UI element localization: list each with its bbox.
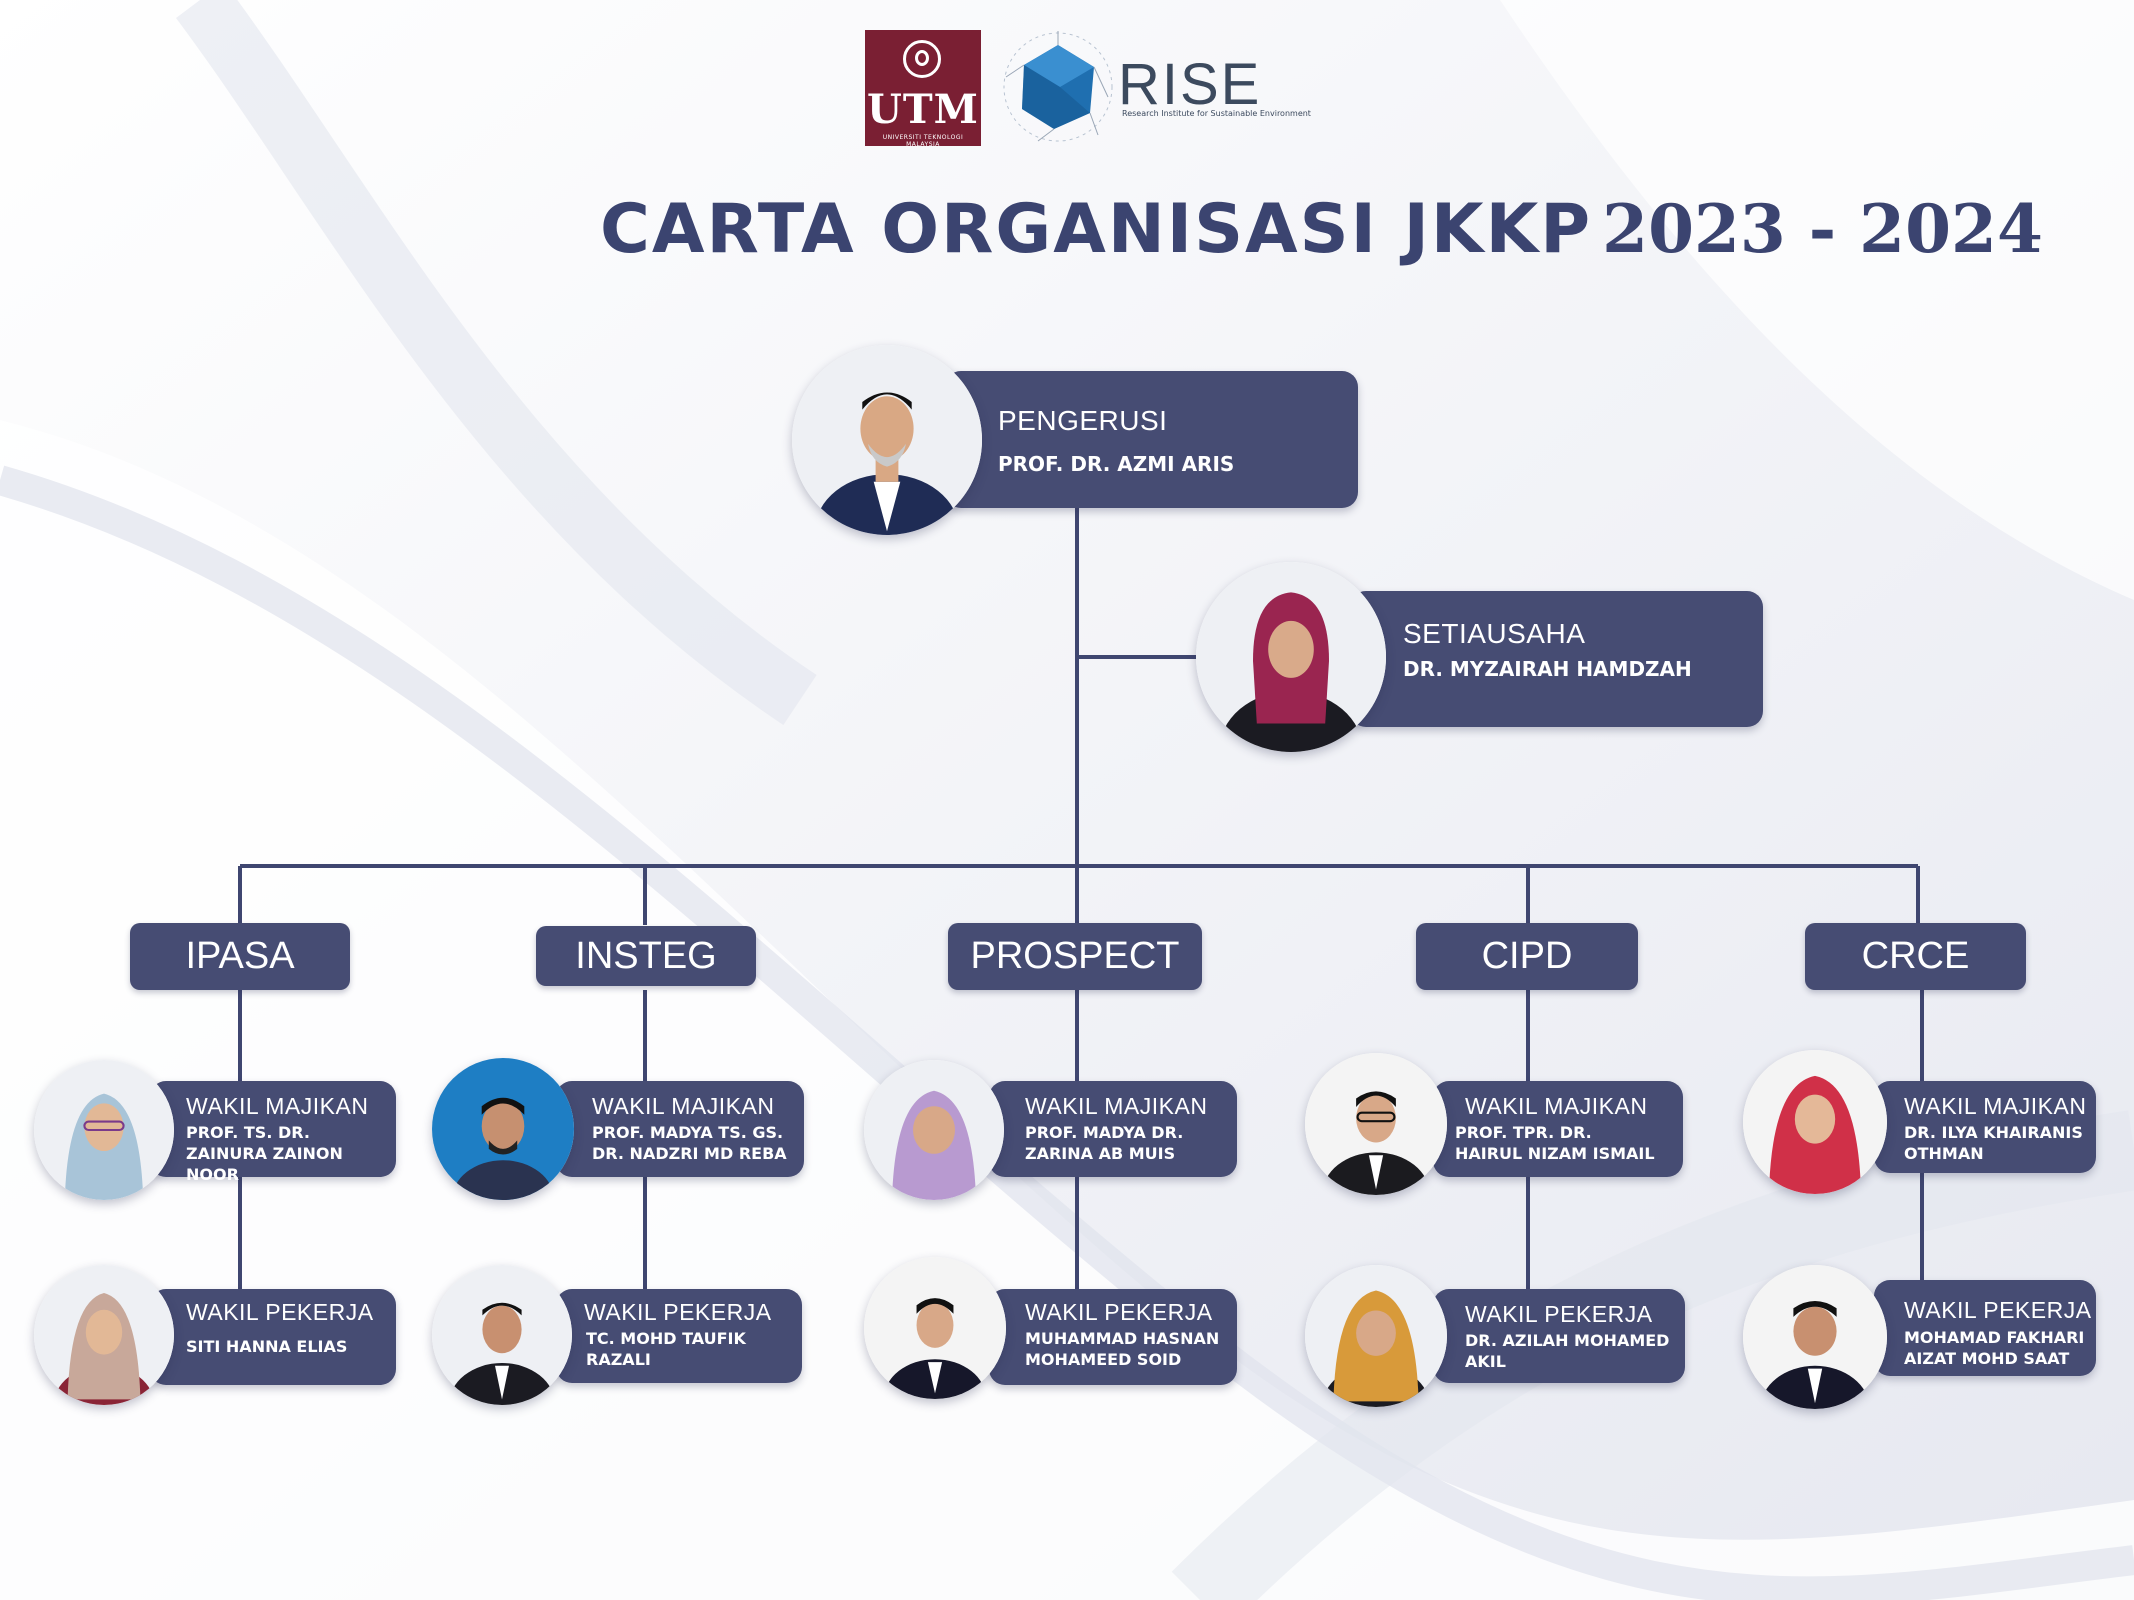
rep-role: WAKIL MAJIKAN (1025, 1093, 1208, 1119)
insteg-employee-rep-photo (432, 1265, 572, 1405)
person-icon (864, 1257, 1006, 1399)
prospect-employee-rep-box: WAKIL PEKERJA MUHAMMAD HASNAN MOHAMEED S… (989, 1289, 1237, 1385)
secretary-role: SETIAUSAHA (1403, 618, 1586, 649)
unit-header-crce: CRCE (1805, 923, 2026, 990)
person-icon (34, 1060, 174, 1200)
unit-name: CIPD (1481, 935, 1573, 977)
unit-name: INSTEG (575, 935, 717, 977)
person-icon (34, 1265, 174, 1405)
crce-employee-rep-photo (1743, 1265, 1887, 1409)
cipd-employee-rep-photo (1305, 1265, 1447, 1407)
person-icon (1743, 1050, 1887, 1194)
prospect-employer-rep-box: WAKIL MAJIKAN PROF. MADYA DR. ZARINA AB … (989, 1081, 1237, 1177)
ipasa-employer-rep-box: WAKIL MAJIKAN PROF. TS. DR. ZAINURA ZAIN… (150, 1081, 396, 1184)
unit-name: CRCE (1861, 935, 1970, 977)
ipasa-employer-rep-photo (34, 1060, 174, 1200)
crce-employer-rep-box: WAKIL MAJIKAN DR. ILYA KHAIRANIS OTHMAN (1874, 1081, 2096, 1173)
unit-name: PROSPECT (970, 935, 1180, 977)
person-icon (792, 345, 982, 535)
unit-header-cipd: CIPD (1416, 923, 1638, 990)
rep-name: TC. MOHD TAUFIK RAZALI (586, 1329, 746, 1369)
rep-role: WAKIL PEKERJA (1465, 1301, 1653, 1327)
chair-name: PROF. DR. AZMI ARIS (998, 452, 1235, 476)
utm-logo-subtext: UNIVERSITI TEKNOLOGI MALAYSIA (882, 134, 964, 148)
rep-name: SITI HANNA ELIAS (186, 1337, 348, 1356)
cipd-employee-rep-box: WAKIL PEKERJA DR. AZILAH MOHAMED AKIL (1433, 1289, 1685, 1383)
title-years: 2023 - 2024 (1602, 190, 2043, 268)
rise-logo: RISE Research Institute for Sustainable … (998, 25, 1318, 150)
prospect-employee-rep-photo (864, 1257, 1006, 1399)
cipd-employer-rep-box: WAKIL MAJIKAN PROF. TPR. DR. HAIRUL NIZA… (1433, 1081, 1683, 1177)
insteg-employee-rep-box: WAKIL PEKERJA TC. MOHD TAUFIK RAZALI (556, 1289, 802, 1383)
rep-name: MUHAMMAD HASNAN MOHAMEED SOID (1025, 1329, 1220, 1369)
chair-photo (792, 345, 982, 535)
rise-globe-icon (1003, 31, 1113, 142)
rep-role: WAKIL PEKERJA (1025, 1299, 1213, 1325)
crce-employer-rep-photo (1743, 1050, 1887, 1194)
utm-logo: UTM UNIVERSITI TEKNOLOGI MALAYSIA (865, 30, 981, 148)
unit-name: IPASA (185, 935, 295, 977)
person-icon (432, 1265, 572, 1405)
rise-logo-subtext: Research Institute for Sustainable Envir… (1122, 109, 1311, 118)
unit-header-prospect: PROSPECT (948, 923, 1202, 990)
rep-name: PROF. TS. DR. ZAINURA ZAINON NOOR (186, 1123, 343, 1184)
person-icon (864, 1060, 1004, 1200)
rep-name: PROF. MADYA DR. ZARINA AB MUIS (1025, 1123, 1184, 1163)
chair-role: PENGERUSI (998, 405, 1168, 436)
rep-role: WAKIL PEKERJA (1904, 1297, 2092, 1323)
prospect-employer-rep-photo (864, 1060, 1004, 1200)
person-icon (1305, 1265, 1447, 1407)
ipasa-employee-rep-photo (34, 1265, 174, 1405)
cipd-employer-rep-photo (1305, 1053, 1447, 1195)
rep-name: PROF. MADYA TS. GS. DR. NADZRI MD REBA (592, 1123, 787, 1163)
rep-role: WAKIL MAJIKAN (1465, 1093, 1648, 1119)
title-main: CARTA ORGANISASI JKKP (600, 190, 1593, 269)
person-icon (1743, 1265, 1887, 1409)
rep-role: WAKIL MAJIKAN (186, 1093, 369, 1119)
utm-logo-text: UTM (867, 86, 979, 133)
insteg-employer-rep-photo (432, 1058, 574, 1200)
chair-box: PENGERUSI PROF. DR. AZMI ARIS (945, 371, 1358, 508)
unit-header-insteg: INSTEG (536, 926, 756, 986)
rep-name: PROF. TPR. DR. HAIRUL NIZAM ISMAIL (1455, 1123, 1655, 1163)
rep-role: WAKIL MAJIKAN (1904, 1093, 2087, 1119)
secretary-photo (1196, 562, 1386, 752)
rep-name: MOHAMAD FAKHARI AIZAT MOHD SAAT (1904, 1328, 2085, 1368)
person-icon (432, 1058, 574, 1200)
rep-name: DR. AZILAH MOHAMED AKIL (1465, 1331, 1670, 1371)
secretary-box: SETIAUSAHA DR. MYZAIRAH HAMDZAH (1350, 591, 1763, 727)
secretary-name: DR. MYZAIRAH HAMDZAH (1403, 657, 1692, 681)
utm-seal-icon (903, 40, 941, 78)
person-icon (1196, 562, 1386, 752)
person-icon (1305, 1053, 1447, 1195)
rep-role: WAKIL PEKERJA (584, 1299, 772, 1325)
crce-employee-rep-box: WAKIL PEKERJA MOHAMAD FAKHARI AIZAT MOHD… (1874, 1280, 2096, 1376)
ipasa-employee-rep-box: WAKIL PEKERJA SITI HANNA ELIAS (150, 1289, 396, 1385)
rise-logo-text: RISE (1118, 52, 1262, 117)
rep-role: WAKIL PEKERJA (186, 1299, 374, 1325)
unit-header-ipasa: IPASA (130, 923, 350, 990)
rep-role: WAKIL MAJIKAN (592, 1093, 775, 1119)
insteg-employer-rep-box: WAKIL MAJIKAN PROF. MADYA TS. GS. DR. NA… (556, 1081, 804, 1177)
rep-name: DR. ILYA KHAIRANIS OTHMAN (1904, 1123, 2083, 1163)
